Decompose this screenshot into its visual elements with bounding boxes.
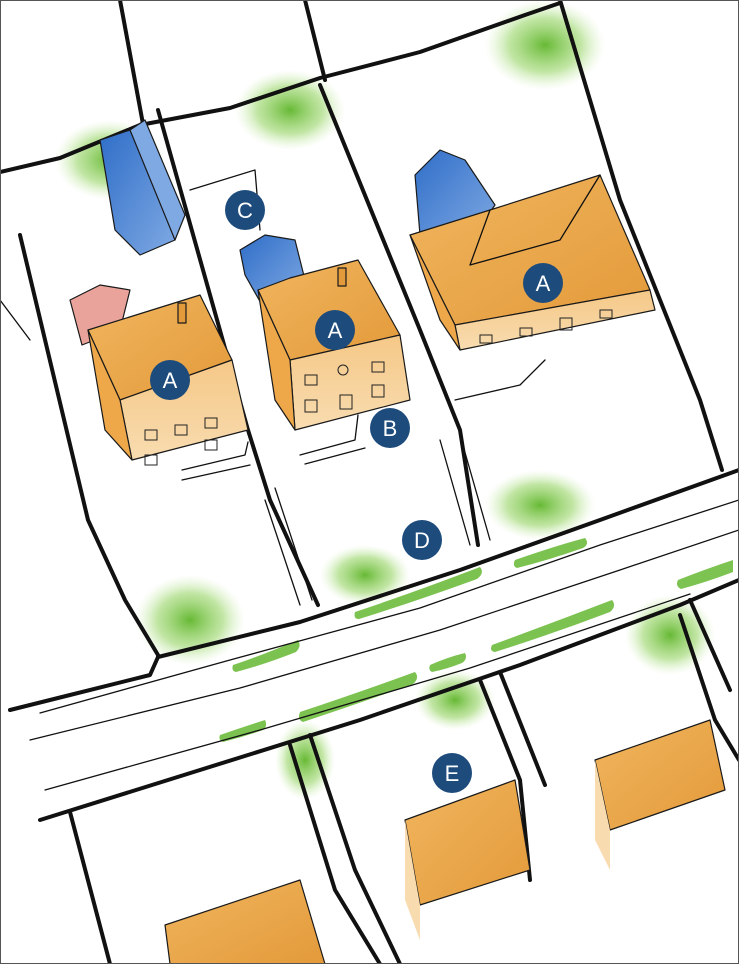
marker-d: D <box>402 520 442 560</box>
marker-a3: A <box>523 263 563 303</box>
marker-c-label: C <box>237 198 253 223</box>
marker-a2: A <box>315 310 355 350</box>
marker-a1: A <box>150 360 190 400</box>
marker-a1-label: A <box>163 368 178 393</box>
marker-d-label: D <box>414 528 430 553</box>
marker-b-label: B <box>383 416 398 441</box>
marker-a2-label: A <box>328 318 343 343</box>
marker-b: B <box>370 408 410 448</box>
marker-c: C <box>225 190 265 230</box>
marker-a3-label: A <box>536 271 551 296</box>
marker-e-label: E <box>445 761 460 786</box>
marker-e: E <box>432 753 472 793</box>
